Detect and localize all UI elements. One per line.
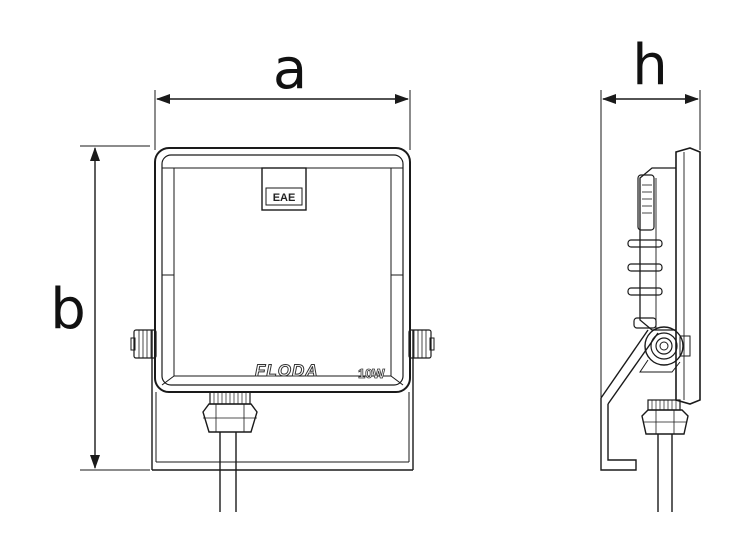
dimension-a-label: a <box>273 37 307 102</box>
side-front-plate <box>675 147 701 405</box>
right-mount-knob <box>408 329 435 359</box>
wattage-label: 10W <box>358 366 385 381</box>
side-bracket <box>600 329 681 471</box>
dimension-a <box>154 90 411 150</box>
dimension-b-label: b <box>50 277 86 342</box>
housing-inner <box>161 154 404 386</box>
dimension-b <box>80 145 150 471</box>
brand-logo-box <box>261 167 307 211</box>
cable-gland <box>202 391 258 433</box>
model-name: FLODA <box>255 361 319 380</box>
side-view <box>600 90 701 512</box>
side-cable-gland <box>641 399 689 435</box>
pivot-knob <box>644 326 691 366</box>
cooling-fins <box>627 239 663 329</box>
brand-logo: EAE <box>273 192 296 204</box>
power-cable <box>219 432 237 512</box>
dimension-h-label: h <box>632 33 668 98</box>
housing-outer <box>154 147 411 393</box>
side-power-cable <box>657 434 673 512</box>
left-mount-knob <box>130 329 157 359</box>
mounting-bracket <box>151 330 414 471</box>
front-view <box>80 90 435 512</box>
